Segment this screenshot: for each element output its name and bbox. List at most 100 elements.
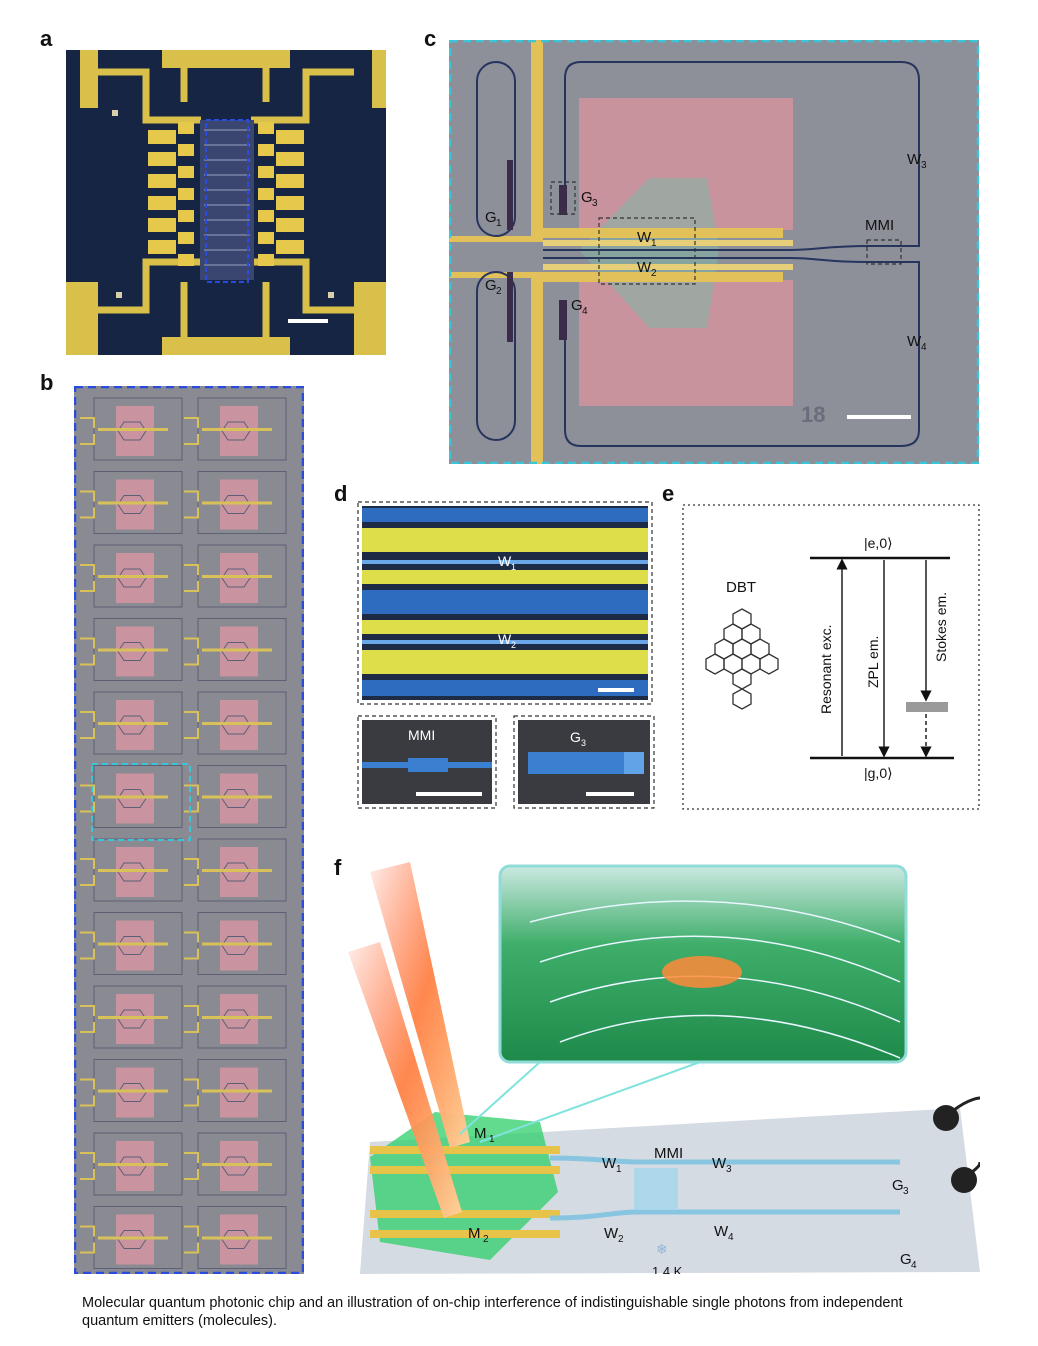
svg-text:3: 3	[726, 1164, 732, 1175]
label-g3: G	[581, 189, 593, 206]
label-d-mmi: MMI	[408, 727, 435, 743]
svg-text:3: 3	[592, 198, 598, 209]
device-cell	[184, 838, 287, 902]
label-g4: G	[571, 297, 583, 314]
label-resonant: Resonant exc.	[818, 625, 834, 715]
label-w3: W	[907, 151, 922, 168]
svg-text:1: 1	[489, 1134, 495, 1145]
label-g2: G	[485, 277, 497, 294]
svg-text:2: 2	[483, 1234, 489, 1245]
label-dbt: DBT	[726, 579, 756, 596]
device-cell	[80, 471, 183, 534]
svg-text:1: 1	[496, 218, 502, 229]
svg-text:3: 3	[903, 1186, 909, 1197]
snowflake-icon: ❄	[656, 1241, 668, 1257]
svg-text:1: 1	[511, 562, 516, 572]
svg-text:2: 2	[618, 1234, 624, 1245]
chip-photo-a	[66, 50, 386, 355]
vibrational-level	[906, 702, 948, 712]
label-f-w2: W	[604, 1225, 619, 1242]
panel-c-region-marker	[91, 763, 191, 841]
label-w1: W	[637, 229, 652, 246]
svg-text:4: 4	[921, 342, 927, 353]
device-cell	[184, 618, 287, 681]
device-cell	[80, 765, 183, 828]
label-w4: W	[907, 333, 922, 350]
device-cell	[184, 1206, 287, 1269]
detector-2-icon	[951, 1167, 977, 1193]
panel-label-c: c	[424, 26, 437, 51]
device-cell	[80, 691, 183, 755]
device-cell	[184, 1132, 287, 1196]
laser-beam-1	[370, 862, 470, 1148]
label-excited-state: |e,0⟩	[864, 535, 893, 551]
device-cell	[184, 1059, 287, 1122]
w-region-box	[598, 217, 696, 285]
label-f-g3: G	[892, 1177, 904, 1194]
laser-beam-2	[348, 942, 462, 1218]
svg-text:1: 1	[651, 238, 657, 249]
device-cell	[184, 765, 287, 828]
label-f-mmi: MMI	[654, 1145, 683, 1162]
device-cell	[184, 544, 287, 608]
chip-array-b	[74, 386, 304, 1274]
sem-panel-d: W 1 W 2 MMI G 3	[357, 501, 655, 809]
mmi-region-box	[866, 239, 902, 265]
label-f-m2: M	[468, 1225, 481, 1242]
device-cell	[184, 471, 287, 534]
label-f-w3: W	[712, 1155, 727, 1172]
device-cell	[184, 691, 287, 755]
device-micrograph-c: G 1 G 2 G 3 G 4 W 1 W 2 W 3 W 4 MMI 18	[449, 40, 979, 464]
svg-text:2: 2	[651, 268, 657, 279]
label-temperature: 1.4 K	[652, 1264, 683, 1274]
label-d-g3: G	[570, 729, 581, 745]
label-g1: G	[485, 209, 497, 226]
svg-text:2: 2	[496, 286, 502, 297]
label-f-w1: W	[602, 1155, 617, 1172]
label-f-w4: W	[714, 1223, 729, 1240]
illustration-f: M 1 M 2 W 1 W 2 MMI W 3 W 4 G 3 G 4 ❄ 1.…	[348, 862, 980, 1274]
scale-bar-d	[598, 688, 634, 692]
mmi-block	[634, 1168, 678, 1210]
figure-caption: Molecular quantum photonic chip and an i…	[82, 1295, 903, 1329]
device-cell	[184, 912, 287, 975]
device-cell	[80, 838, 183, 902]
label-f-m1: M	[474, 1125, 487, 1142]
svg-text:4: 4	[582, 306, 588, 317]
panel-label-b: b	[40, 370, 54, 395]
label-stokes: Stokes em.	[933, 592, 949, 662]
device-cell	[80, 1132, 183, 1196]
panel-label-d: d	[334, 481, 348, 506]
svg-text:3: 3	[921, 160, 927, 171]
svg-text:4: 4	[911, 1260, 917, 1271]
device-cell	[80, 1206, 183, 1269]
label-zpl: ZPL em.	[865, 636, 881, 688]
device-cell	[80, 1059, 183, 1122]
svg-text:2: 2	[511, 640, 516, 650]
device-cell	[184, 985, 287, 1049]
device-cell	[80, 397, 183, 461]
device-cell	[80, 544, 183, 608]
svg-text:1: 1	[616, 1164, 622, 1175]
svg-text:4: 4	[728, 1232, 734, 1243]
device-cell	[80, 985, 183, 1049]
scale-bar-d-g3	[586, 792, 634, 796]
svg-text:3: 3	[581, 738, 586, 748]
label-ground-state: |g,0⟩	[864, 765, 893, 781]
panel-label-f: f	[334, 855, 342, 880]
detector-1-icon	[933, 1105, 959, 1131]
label-d-w2: W	[498, 631, 512, 647]
label-w2: W	[637, 259, 652, 276]
scale-bar-a	[288, 319, 328, 323]
label-mmi: MMI	[865, 217, 894, 234]
dbt-molecule-icon	[705, 608, 779, 710]
device-cell	[184, 397, 287, 461]
label-f-g4: G	[900, 1251, 912, 1268]
scale-bar-c	[847, 415, 911, 419]
energy-diagram-e: DBT |e,0⟩ |g,0⟩ Resonant exc. ZPL em. St…	[682, 504, 980, 810]
chip-number: 18	[801, 402, 825, 427]
device-cell	[80, 618, 183, 681]
panel-label-e: e	[662, 481, 675, 506]
device-cell	[80, 912, 183, 975]
panel-label-a: a	[40, 26, 53, 51]
